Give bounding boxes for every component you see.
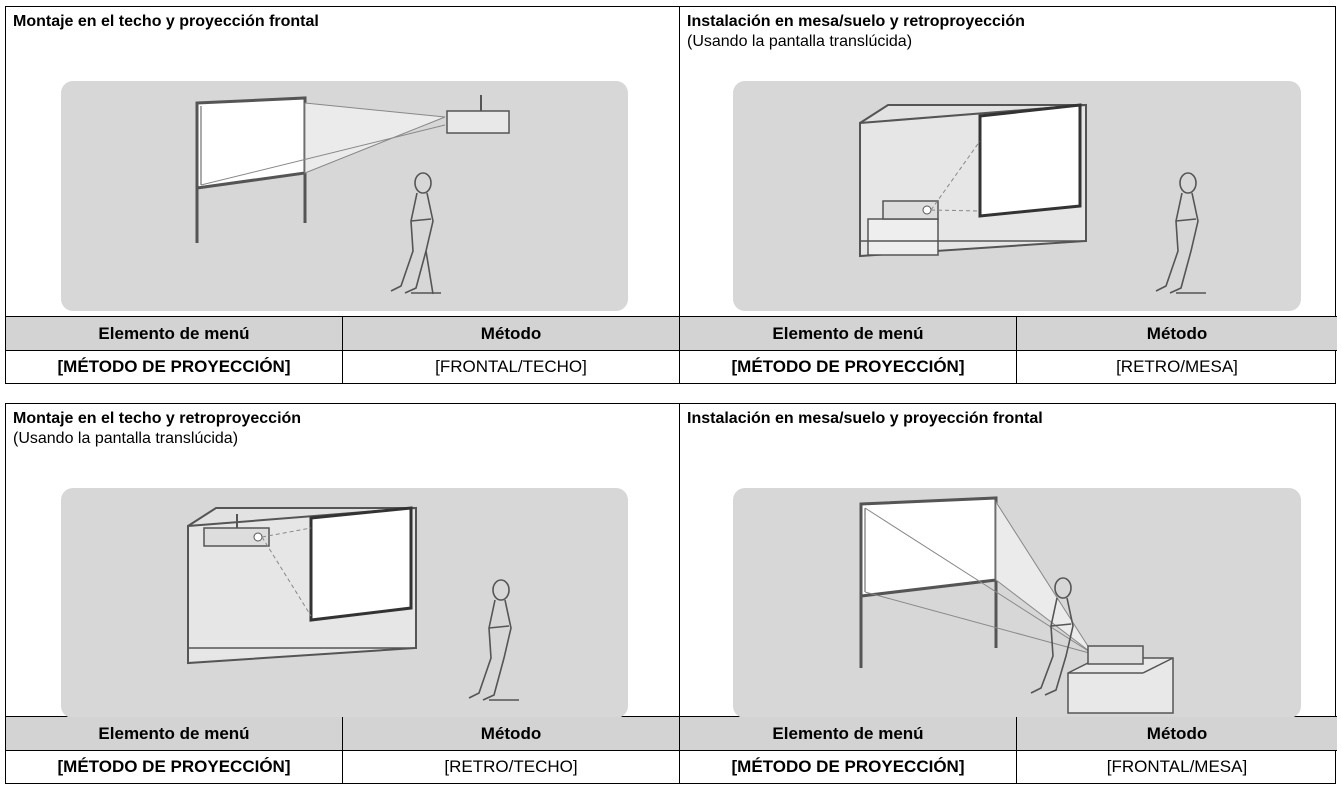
table-header-method: Método	[1017, 717, 1337, 751]
panel-heading: Montaje en el techo y retroproyección (U…	[13, 409, 301, 449]
menu-item-value: [MÉTODO DE PROYECCIÓN]	[6, 751, 343, 783]
table-header-item: Elemento de menú	[680, 717, 1017, 751]
menu-item-value: [MÉTODO DE PROYECCIÓN]	[680, 351, 1017, 383]
table-header-method: Método	[343, 717, 680, 751]
menu-item-value: [MÉTODO DE PROYECCIÓN]	[680, 751, 1017, 783]
installation-block-top: Montaje en el techo y proyección frontal	[5, 6, 1337, 384]
panel-heading: Instalación en mesa/suelo y retroproyecc…	[687, 12, 1025, 52]
panel-heading: Montaje en el techo y proyección frontal	[13, 12, 319, 32]
method-value: [RETRO/TECHO]	[343, 751, 680, 783]
table-header-item: Elemento de menú	[6, 717, 343, 751]
method-value: [FRONTAL/TECHO]	[343, 351, 680, 383]
ceiling-rear-illustration	[61, 488, 628, 718]
installation-block-bottom: Montaje en el techo y retroproyección (U…	[5, 403, 1337, 784]
panel-desk-rear: Instalación en mesa/suelo y retroproyecc…	[680, 7, 1337, 317]
table-header-item: Elemento de menú	[6, 317, 343, 351]
table-header-item: Elemento de menú	[680, 317, 1017, 351]
panel-title: Montaje en el techo y retroproyección	[13, 410, 302, 427]
desk-rear-illustration	[733, 81, 1301, 311]
panel-ceiling-rear: Montaje en el techo y retroproyección (U…	[6, 404, 680, 718]
panel-title: Instalación en mesa/suelo y proyección f…	[687, 410, 1043, 427]
panel-subtitle: (Usando la pantalla translúcida)	[13, 430, 239, 447]
table-header-method: Método	[343, 317, 680, 351]
desk-front-illustration	[733, 488, 1301, 718]
ceiling-front-illustration	[61, 81, 628, 311]
method-value: [FRONTAL/MESA]	[1106, 757, 1248, 776]
menu-item-value: [MÉTODO DE PROYECCIÓN]	[6, 351, 343, 383]
panel-subtitle: (Usando la pantalla translúcida)	[687, 33, 913, 50]
method-value: [RETRO/MESA]	[1116, 357, 1238, 376]
panel-desk-front: Instalación en mesa/suelo y proyección f…	[680, 404, 1337, 718]
table-header-method: Método	[1017, 317, 1337, 351]
panel-heading: Instalación en mesa/suelo y proyección f…	[687, 409, 1043, 429]
panel-title: Montaje en el techo y proyección frontal	[13, 13, 319, 30]
panel-ceiling-front: Montaje en el techo y proyección frontal	[6, 7, 680, 317]
panel-title: Instalación en mesa/suelo y retroproyecc…	[687, 13, 1025, 30]
